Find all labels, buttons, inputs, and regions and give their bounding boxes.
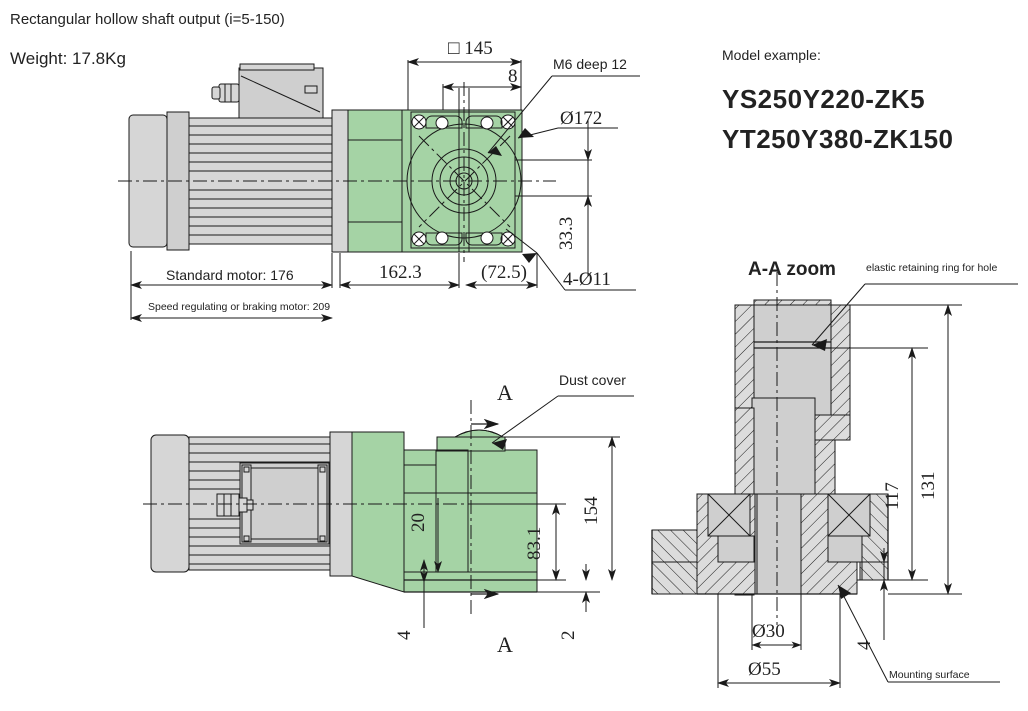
standard-motor-label: Standard motor: 176	[166, 267, 294, 283]
detail-bearing-right	[827, 493, 871, 563]
dim-4-detail: 4	[854, 548, 888, 650]
terminal-box-lid	[239, 63, 315, 71]
dust-cover-label: Dust cover	[559, 372, 626, 388]
model-example-label: Model example:	[722, 47, 821, 63]
dim-162-3: 162.3	[339, 253, 460, 289]
dim-72-5: (72.5)	[465, 253, 538, 289]
terminal-box-plate	[304, 85, 318, 94]
dim-72-5-label: (72.5)	[481, 262, 527, 283]
dim-dia30: Ø30	[751, 594, 802, 650]
dim-4-side-label: 4	[394, 630, 415, 640]
dim-dia172: Ø172	[517, 108, 618, 139]
dim-131-label: 131	[918, 472, 939, 501]
note-mounting-surface: Mounting surface	[837, 584, 1000, 683]
note-retaining-ring: elastic retaining ring for hole	[811, 262, 1018, 351]
detail-right-wall-upper	[830, 304, 851, 416]
dim-speed-motor: Speed regulating or braking motor: 209	[130, 301, 333, 322]
retaining-ring	[754, 341, 831, 349]
cable-gland	[218, 83, 240, 103]
detail-view-aa: A-A zoom	[651, 259, 1018, 688]
side-view: A A Dust cover 20 4 8	[143, 372, 634, 657]
corner-tapped-holes	[411, 114, 516, 247]
model-example-1: YS250Y220-ZK5	[722, 84, 925, 114]
dim-2-label: 2	[558, 631, 579, 641]
side-gearbox-taper	[351, 431, 405, 593]
dim-154-label: 154	[581, 496, 602, 525]
weight-label: Weight: 17.8Kg	[10, 49, 126, 68]
dim-154: 154	[505, 436, 620, 581]
dim-8-label: 8	[508, 66, 518, 87]
dia55-label: Ø55	[748, 659, 781, 680]
section-label-a-bottom: A	[497, 632, 513, 657]
shaft-keyway	[458, 88, 470, 252]
dim-33-3: 33.3	[515, 120, 592, 276]
dim-4-dia11-label: 4-Ø11	[563, 269, 611, 290]
section-label-a-top: A	[497, 380, 513, 405]
dim-117: 117	[831, 347, 928, 581]
dim-117-label: 117	[882, 482, 903, 510]
dim-2: 2	[537, 564, 600, 640]
dim-4-detail-label: 4	[854, 640, 875, 650]
flange-outline	[410, 111, 516, 249]
dim-83-1-label: 83.1	[524, 527, 545, 560]
side-gearbox-internal	[403, 449, 537, 573]
dia30-label: Ø30	[752, 621, 785, 642]
detail-step-right-2	[814, 439, 836, 496]
dim-20-label: 20	[408, 513, 429, 532]
dim-8: 8	[442, 66, 522, 110]
model-example-2: YT250Y380-ZK150	[722, 124, 954, 154]
section-marker-top: A	[471, 380, 513, 430]
m6-note-label: M6 deep 12	[553, 56, 627, 72]
motor-body	[188, 117, 333, 245]
dim-4-side: 4	[394, 559, 428, 640]
dim-dia55: Ø55	[717, 594, 841, 688]
dia172-label: Ø172	[560, 108, 602, 129]
dim-162-3-label: 162.3	[379, 262, 422, 283]
gearbox-body-lines	[348, 139, 402, 223]
detail-bore-mid	[751, 397, 816, 495]
detail-flange-far-right	[859, 493, 889, 581]
note-4-dia11: 4-Ø11	[505, 228, 636, 291]
section-marker-bottom: A	[471, 588, 513, 657]
dim-square-145: □ 145	[407, 38, 522, 110]
detail-bore-lower	[756, 493, 802, 595]
retaining-ring-label: elastic retaining ring for hole	[866, 262, 997, 274]
mounting-surface-label: Mounting surface	[889, 669, 970, 681]
side-shaft-stub	[216, 493, 254, 517]
dim-145-label: □ 145	[448, 38, 493, 59]
note-m6: M6 deep 12	[487, 56, 640, 156]
front-view: □ 145 8 M6 deep 12 Ø172	[118, 38, 640, 322]
detail-bearing-left	[707, 493, 755, 563]
dim-20: 20	[408, 498, 442, 573]
dim-131: 131	[850, 304, 962, 595]
note-dust-cover: Dust cover	[491, 372, 634, 450]
motor-fins	[189, 125, 332, 236]
flange-diagonals	[418, 135, 511, 228]
mounting-lugs	[425, 115, 503, 246]
cable-gland-nut	[211, 86, 221, 100]
detail-step-right	[814, 414, 851, 441]
page-title: Rectangular hollow shaft output (i=5-150…	[10, 11, 285, 28]
speed-motor-label: Speed regulating or braking motor: 209	[148, 301, 330, 313]
dim-83-1: 83.1	[470, 503, 566, 581]
detail-title: A-A zoom	[748, 259, 836, 280]
dim-33-3-label: 33.3	[556, 217, 577, 250]
dim-standard-motor: Standard motor: 176	[130, 251, 333, 320]
